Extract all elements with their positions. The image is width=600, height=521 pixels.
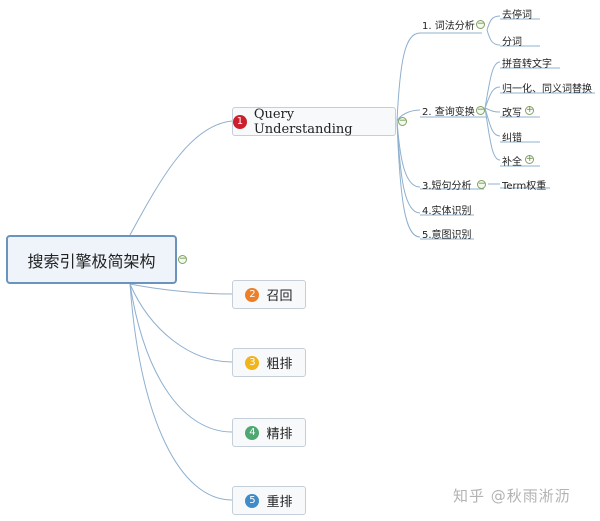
leaf-term-weight[interactable]: Term权重 (502, 181, 547, 192)
link-root-fine (129, 283, 233, 433)
qu-intent-recognition[interactable]: 5.意图识别 (422, 230, 472, 241)
badge-3-icon: 3 (245, 355, 260, 370)
qu-collapse-icon[interactable]: − (398, 116, 407, 126)
link-root-recall (129, 283, 233, 295)
branch-label: Query Understanding (253, 106, 353, 137)
badge-5-icon: 5 (245, 493, 260, 508)
link-trans-norm (484, 86, 501, 109)
branch-fine-rank[interactable]: 4 精排 (232, 418, 306, 447)
link-trans-correct (484, 107, 501, 137)
branch-rerank[interactable]: 5 重排 (232, 486, 306, 515)
qu-short-analysis[interactable]: 3.短句分析 (422, 181, 472, 192)
leaf-rewrite[interactable]: 改写 (502, 108, 522, 119)
leaf-correct[interactable]: 纠错 (502, 133, 522, 144)
transform-collapse-icon[interactable]: − (476, 105, 485, 115)
link-lex-seg (486, 29, 501, 46)
complete-expand-icon[interactable]: + (525, 154, 534, 164)
lexical-collapse-icon[interactable]: − (476, 19, 485, 29)
link-root-qu (129, 120, 233, 236)
root-label: 搜索引擎极简架构 (27, 251, 156, 271)
watermark: 知乎 @秋雨淅沥 (453, 487, 571, 505)
leaf-segment[interactable]: 分词 (502, 37, 522, 48)
link-qu-entity (396, 120, 421, 214)
link-root-coarse (129, 283, 233, 363)
leaf-pinyin[interactable]: 拼音转文字 (502, 59, 552, 70)
link-trans-rewrite (484, 107, 501, 113)
link-qu-lex (396, 32, 421, 122)
branch-label: 粗排 (266, 357, 293, 372)
root-collapse-icon[interactable]: − (178, 254, 187, 264)
qu-entity-recognition[interactable]: 4.实体识别 (422, 206, 472, 217)
badge-2-icon: 2 (245, 287, 260, 302)
link-qu-intent (396, 120, 421, 238)
leaf-normalize-synonym[interactable]: 归一化、同义词替换 (502, 84, 592, 95)
branch-query-understanding[interactable]: 1 Query Understanding (232, 106, 396, 137)
branch-label: 召回 (266, 289, 293, 304)
leaf-complete[interactable]: 补全 (502, 157, 522, 168)
link-trans-complete (484, 107, 501, 161)
link-root-rerank (129, 283, 233, 501)
branch-recall[interactable]: 2 召回 (232, 280, 306, 309)
badge-1-icon: 1 (233, 114, 247, 129)
branch-label: 重排 (266, 495, 293, 510)
badge-4-icon: 4 (245, 425, 260, 440)
root-node[interactable]: 搜索引擎极简架构 (6, 235, 177, 284)
qu-lexical-analysis[interactable]: 1. 词法分析 (422, 21, 475, 32)
short-collapse-icon[interactable]: − (477, 179, 486, 189)
link-qu-trans (396, 109, 421, 122)
rewrite-expand-icon[interactable]: + (525, 105, 534, 115)
branch-label: 精排 (266, 427, 293, 442)
qu-query-transform[interactable]: 2. 查询变换 (422, 107, 475, 118)
leaf-stopword[interactable]: 去停词 (502, 10, 532, 21)
link-trans-pinyin (484, 61, 501, 109)
branch-coarse-rank[interactable]: 3 粗排 (232, 348, 306, 377)
link-lex-stop (486, 15, 501, 31)
